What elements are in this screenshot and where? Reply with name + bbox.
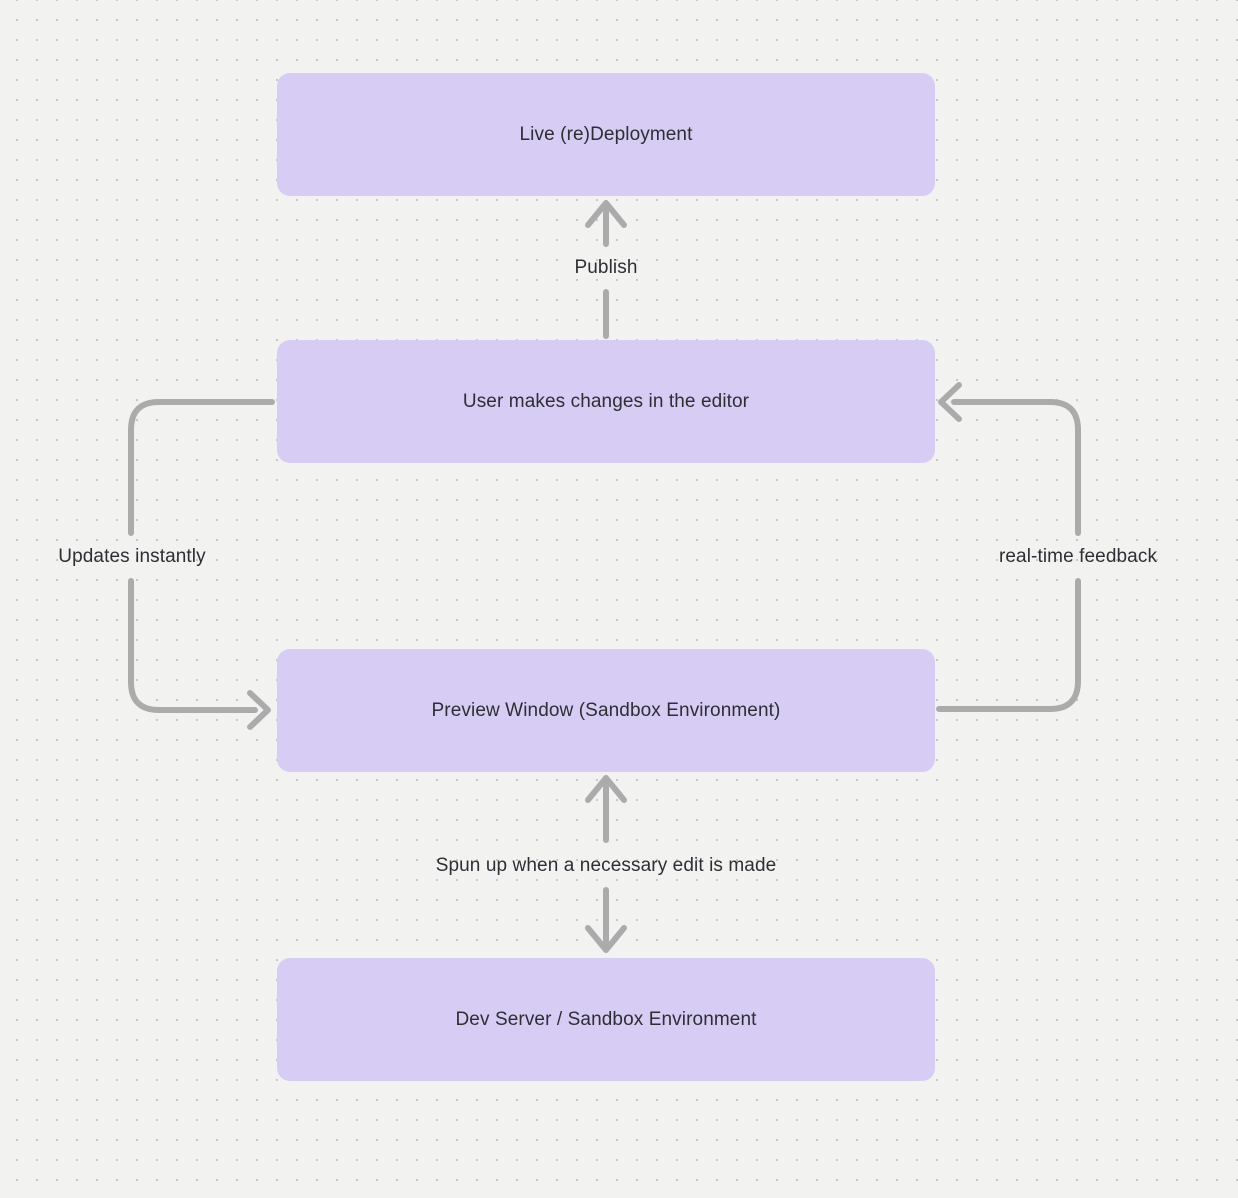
arrowhead-right-icon bbox=[247, 690, 271, 730]
node-label: User makes changes in the editor bbox=[462, 390, 750, 412]
edge-label-spun-up[interactable]: Spun up when a necessary edit is made bbox=[435, 855, 777, 876]
arrowhead-down-icon bbox=[585, 925, 627, 953]
edge-label-real-time-feedback[interactable]: real-time feedback bbox=[998, 546, 1158, 567]
connector-segment bbox=[936, 578, 1081, 712]
arrowhead-left-icon bbox=[938, 382, 962, 422]
node-label: Dev Server / Sandbox Environment bbox=[455, 1008, 757, 1030]
connector-segment bbox=[128, 578, 258, 713]
connector-segment bbox=[128, 399, 275, 536]
node-preview-window[interactable]: Preview Window (Sandbox Environment) bbox=[277, 649, 935, 772]
edge-label-updates-instantly[interactable]: Updates instantly bbox=[58, 546, 206, 567]
real-time-feedback-connector[interactable] bbox=[936, 382, 1081, 712]
node-label: Live (re)Deployment bbox=[519, 123, 693, 145]
node-live-redeployment[interactable]: Live (re)Deployment bbox=[277, 73, 935, 196]
edge-label-publish[interactable]: Publish bbox=[574, 257, 638, 278]
updates-instantly-connector[interactable] bbox=[128, 399, 275, 730]
connector-segment bbox=[951, 399, 1081, 536]
node-user-edits[interactable]: User makes changes in the editor bbox=[277, 340, 935, 463]
node-dev-server[interactable]: Dev Server / Sandbox Environment bbox=[277, 958, 935, 1081]
spun-up-connector[interactable] bbox=[585, 775, 627, 953]
node-label: Preview Window (Sandbox Environment) bbox=[431, 699, 781, 721]
publish-connector[interactable] bbox=[585, 200, 627, 339]
